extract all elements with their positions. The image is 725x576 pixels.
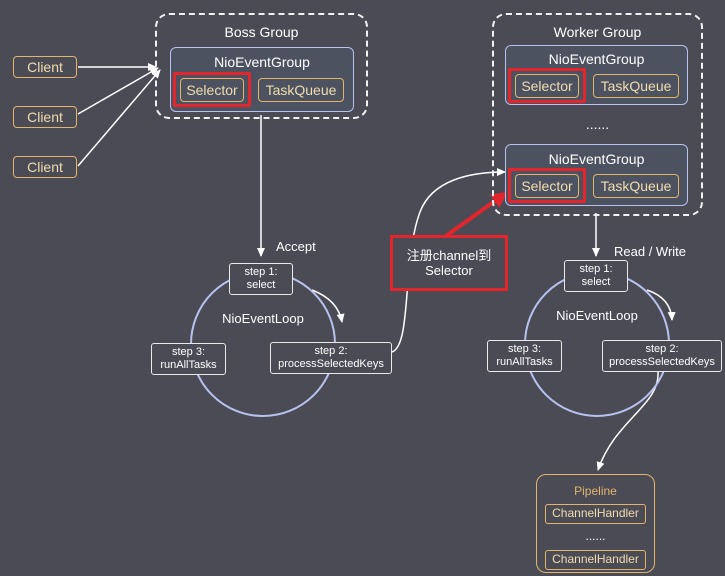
worker-group-title: Worker Group bbox=[553, 24, 642, 40]
register-note: 注册channel到 Selector bbox=[390, 235, 508, 291]
pipeline-ellipsis: ...... bbox=[585, 529, 606, 543]
worker-loop-arrow bbox=[646, 289, 676, 321]
register-note-line-1: 注册channel到 bbox=[406, 248, 492, 263]
worker-step-2-title: step 2: bbox=[645, 343, 679, 355]
boss-selector-highlight bbox=[173, 72, 251, 107]
client-3-arrow bbox=[77, 69, 161, 167]
register-note-line-2: Selector bbox=[425, 263, 473, 278]
client-1: Client bbox=[13, 56, 77, 78]
client-2-arrow bbox=[77, 67, 159, 115]
boss-event-group-title: NioEventGroup bbox=[214, 54, 310, 70]
boss-loop-arrow bbox=[311, 289, 345, 323]
worker-event-group-bottom-title: NioEventGroup bbox=[548, 151, 645, 167]
worker-step-1-desc: select bbox=[581, 276, 611, 288]
worker-step-1: step 1: select bbox=[564, 260, 628, 292]
boss-step-3: step 3: runAllTasks bbox=[151, 343, 226, 375]
boss-step-2: step 2: processSelectedKeys bbox=[270, 342, 392, 374]
boss-selector: Selector bbox=[180, 78, 244, 102]
worker-selector-top: Selector bbox=[515, 74, 579, 98]
worker-step-2: step 2: processSelectedKeys bbox=[602, 340, 722, 372]
accept-label: Accept bbox=[276, 239, 316, 254]
pipeline-title: Pipeline bbox=[574, 484, 617, 498]
channel-handler-bottom: ChannelHandler bbox=[545, 550, 646, 570]
boss-step-3-title: step 3: bbox=[171, 346, 206, 358]
worker-event-group-top-title: NioEventGroup bbox=[548, 51, 645, 67]
boss-step-3-desc: runAllTasks bbox=[160, 359, 217, 371]
worker-selector-bottom: Selector bbox=[515, 174, 579, 198]
register-red-arrow bbox=[444, 191, 508, 238]
boss-step-2-title: step 2: bbox=[314, 345, 348, 357]
worker-step-3-desc: runAllTasks bbox=[496, 356, 553, 368]
worker-selector-top-highlight bbox=[508, 68, 586, 103]
boss-step-2-desc: processSelectedKeys bbox=[278, 358, 384, 370]
boss-step-1-title: step 1: bbox=[244, 266, 278, 278]
worker-step-3-title: step 3: bbox=[507, 343, 542, 355]
worker-task-queue-bottom: TaskQueue bbox=[593, 174, 679, 198]
client-2: Client bbox=[13, 106, 77, 128]
client-3: Client bbox=[13, 156, 77, 178]
worker-step-3: step 3: runAllTasks bbox=[487, 340, 562, 372]
channel-handler-top: ChannelHandler bbox=[545, 504, 646, 524]
worker-group bbox=[492, 13, 703, 216]
boss-step-1: step 1: select bbox=[229, 263, 293, 295]
boss-group bbox=[155, 13, 368, 119]
read-write-label: Read / Write bbox=[614, 244, 687, 259]
worker-selector-bottom-highlight bbox=[508, 168, 586, 203]
register-curve bbox=[391, 168, 506, 353]
boss-step-1-desc: select bbox=[246, 279, 276, 291]
boss-group-title: Boss Group bbox=[224, 24, 299, 40]
worker-step-2-desc: processSelectedKeys bbox=[609, 356, 715, 368]
worker-event-loop-label: NioEventLoop bbox=[556, 308, 638, 323]
worker-step-1-title: step 1: bbox=[579, 263, 613, 275]
worker-ellipsis: ...... bbox=[585, 116, 610, 132]
worker-task-queue-top: TaskQueue bbox=[593, 74, 679, 98]
boss-event-loop-label: NioEventLoop bbox=[222, 311, 304, 326]
boss-task-queue: TaskQueue bbox=[258, 78, 344, 102]
